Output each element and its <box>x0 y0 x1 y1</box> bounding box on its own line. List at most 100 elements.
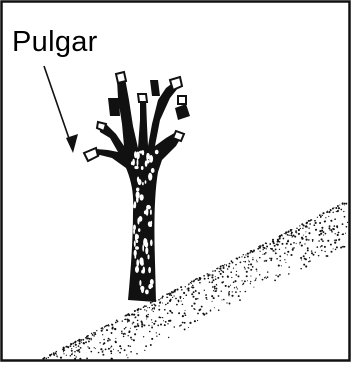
ground-stipple <box>197 298 199 300</box>
ground-stipple <box>241 280 243 282</box>
ground-stipple <box>123 327 126 330</box>
bark-speck <box>135 234 139 240</box>
ground-stipple <box>248 259 250 261</box>
ground-stipple <box>78 340 81 343</box>
ground-stipple <box>299 227 301 230</box>
ground-stipple <box>62 347 65 350</box>
bark-speck <box>130 161 134 166</box>
ground-stipple <box>136 352 138 355</box>
ground-stipple <box>47 356 49 359</box>
ground-stipple <box>73 345 75 347</box>
ground-stipple <box>304 258 307 261</box>
ground-stipple <box>307 219 310 222</box>
ground-stipple <box>126 354 128 356</box>
ground-stipple <box>205 312 208 315</box>
ground-stipple <box>252 258 254 261</box>
ground-stipple <box>200 305 203 308</box>
ground-stipple <box>235 286 238 288</box>
ground-stipple <box>335 246 338 249</box>
ground-stipple <box>72 342 75 345</box>
ground-stipple <box>243 280 246 283</box>
ground-stipple <box>69 343 72 345</box>
ground-stipple <box>173 290 176 293</box>
bark-speck <box>133 204 136 209</box>
ground-stipple <box>340 208 343 211</box>
ground-stipple <box>279 274 281 276</box>
ground-stipple <box>278 237 281 240</box>
ground-stipple <box>222 265 225 267</box>
ground-stipple <box>341 233 343 236</box>
ground-stipple <box>127 345 130 347</box>
ground-stipple <box>218 270 221 273</box>
ground-stipple <box>230 271 233 274</box>
ground-stipple <box>334 241 337 244</box>
ground-stipple <box>137 324 140 327</box>
ground-stipple <box>287 239 289 241</box>
ground-stipple <box>319 221 322 225</box>
ground-stipple <box>319 230 322 233</box>
ground-stipple <box>251 266 254 268</box>
ground-stipple <box>199 276 201 279</box>
ground-stipple <box>345 202 348 205</box>
ground-stipple <box>280 265 282 267</box>
ground-stipple <box>332 211 334 214</box>
ground-stipple <box>144 309 146 311</box>
ground-stipple <box>207 277 210 280</box>
ground-stipple <box>104 348 107 351</box>
cut-branch-end <box>82 146 100 163</box>
ground-stipple <box>163 308 166 311</box>
ground-stipple <box>85 341 87 344</box>
bark-speck <box>149 155 154 163</box>
ground-stipple <box>291 236 293 238</box>
ground-stipple <box>212 297 215 300</box>
ground-stipple <box>115 337 117 339</box>
bark-speck <box>140 286 145 294</box>
ground-stipple <box>285 261 287 264</box>
ground-stipple <box>132 339 135 342</box>
ground-stipple <box>77 340 79 342</box>
ground-stipple <box>117 350 119 352</box>
ground-stipple <box>173 326 176 328</box>
ground-stipple <box>309 260 311 262</box>
ground-stipple <box>227 265 230 268</box>
ground-stipple <box>274 279 277 282</box>
ground-stipple <box>318 240 320 242</box>
ground-stipple <box>250 275 252 277</box>
ground-stipple <box>277 264 280 267</box>
ground-stipple <box>311 238 314 241</box>
ground-stipple <box>308 227 310 229</box>
ground-stipple <box>153 307 156 309</box>
ground-stipple <box>253 249 255 252</box>
ground-stipple <box>276 238 279 241</box>
ground-stipple <box>319 246 322 248</box>
ground-stipple <box>146 310 148 312</box>
ground-stipple <box>189 321 192 324</box>
ground-stipple <box>107 337 110 340</box>
ground-stipple <box>134 317 136 319</box>
ground-stipple <box>328 225 331 228</box>
ground-stipple <box>103 342 106 345</box>
ground-stipple <box>311 252 313 255</box>
ground-stipple <box>321 249 323 252</box>
ground-stipple <box>199 281 201 284</box>
ground-stipple <box>297 228 300 232</box>
ground-stipple <box>124 333 127 335</box>
ground-stipple <box>203 274 205 277</box>
ground-stipple <box>125 326 127 329</box>
ground-stipple <box>69 354 72 357</box>
ground-stipple <box>110 350 113 353</box>
bark-speck <box>147 254 150 260</box>
ground-stipple <box>297 232 300 235</box>
ground-stipple <box>94 331 96 334</box>
bark-speck <box>139 279 142 287</box>
ground-stipple <box>285 231 288 234</box>
ground-stipple <box>169 298 172 301</box>
ground-stipple <box>308 239 310 241</box>
ground-stipple <box>220 290 223 292</box>
ground-stipple <box>163 324 166 327</box>
ground-stipple <box>107 339 109 342</box>
ground-stipple <box>55 350 58 353</box>
ground-stipple <box>341 202 344 205</box>
ground-stipple <box>184 286 186 288</box>
